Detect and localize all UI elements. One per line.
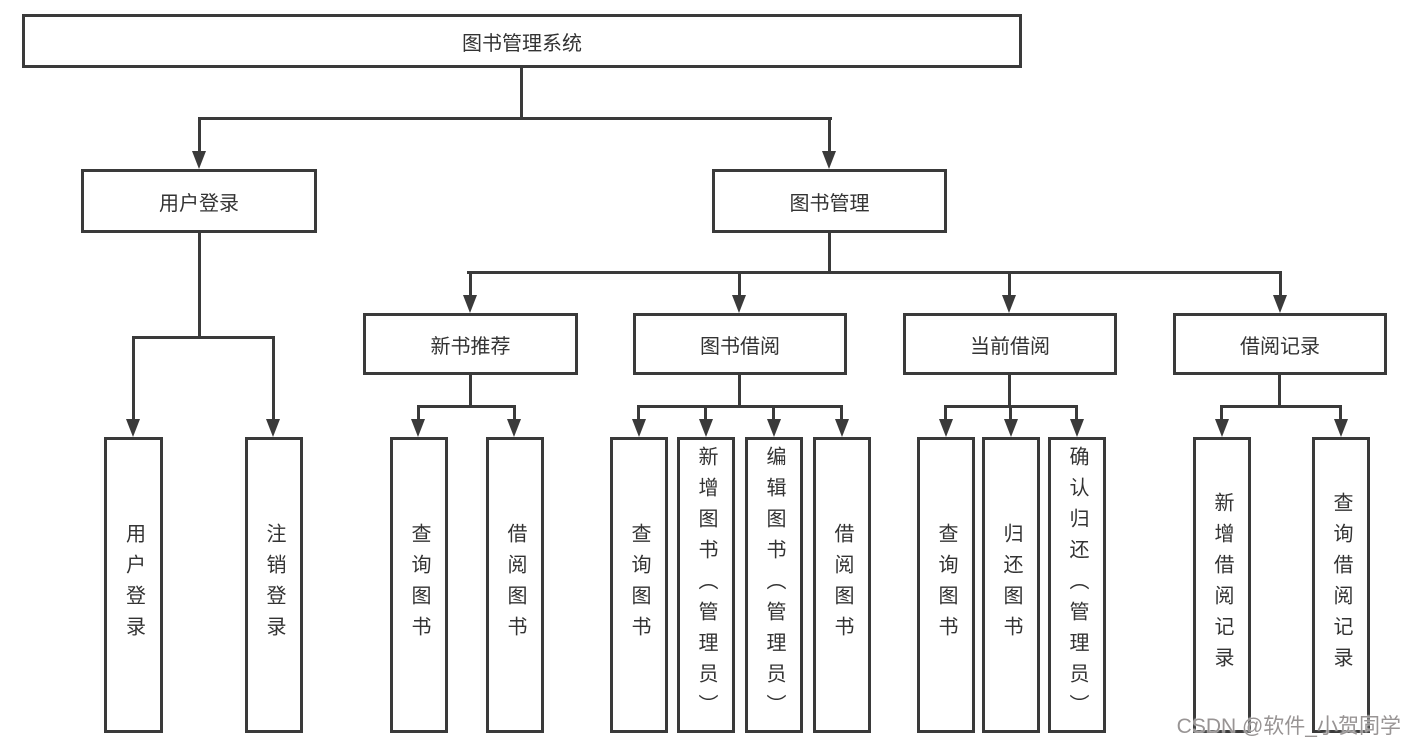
arrowhead-down-icon	[1004, 419, 1018, 437]
connector	[1008, 375, 1011, 407]
arrowhead-down-icon	[767, 419, 781, 437]
arrowhead-down-icon	[939, 419, 953, 437]
node-current-borrowing: 当前借阅	[903, 313, 1117, 375]
arrowhead-down-icon	[1215, 419, 1229, 437]
arrowhead-down-icon	[732, 295, 746, 313]
node-label: 借阅记录	[1240, 335, 1320, 358]
node-library-management-system: 图书管理系统	[22, 14, 1022, 68]
arrowhead-down-icon	[266, 419, 280, 437]
leaf-add-borrow-record: 新增借阅记录	[1193, 437, 1251, 733]
node-borrow-records: 借阅记录	[1173, 313, 1387, 375]
connector	[738, 271, 741, 297]
leaf-add-book-admin: 新增图书（管理员）	[677, 437, 735, 733]
connector	[840, 405, 843, 421]
arrowhead-down-icon	[126, 419, 140, 437]
connector	[467, 271, 1282, 274]
csdn-watermark: CSDN @软件_小贺同学	[1176, 715, 1401, 738]
node-new-book-recommend: 新书推荐	[363, 313, 578, 375]
connector	[469, 271, 472, 297]
arrowhead-down-icon	[463, 295, 477, 313]
connector	[772, 405, 775, 421]
connector	[198, 233, 201, 337]
connector	[637, 405, 640, 421]
arrowhead-down-icon	[507, 419, 521, 437]
node-book-borrowing: 图书借阅	[633, 313, 847, 375]
connector	[1339, 405, 1342, 421]
connector	[738, 375, 741, 407]
connector	[637, 405, 842, 408]
connector	[1075, 405, 1078, 421]
node-book-management: 图书管理	[712, 169, 947, 233]
arrowhead-down-icon	[632, 419, 646, 437]
arrowhead-down-icon	[411, 419, 425, 437]
arrowhead-down-icon	[835, 419, 849, 437]
connector	[520, 68, 523, 118]
arrowhead-down-icon	[1002, 295, 1016, 313]
connector	[944, 405, 947, 421]
connector	[1220, 405, 1341, 408]
connector	[704, 405, 707, 421]
connector	[469, 375, 472, 408]
leaf-query-borrow-record: 查询借阅记录	[1312, 437, 1370, 733]
connector	[198, 117, 832, 120]
connector	[417, 405, 420, 421]
node-label: 图书借阅	[700, 335, 780, 358]
arrowhead-down-icon	[699, 419, 713, 437]
node-label: 图书管理	[789, 192, 870, 215]
connector	[1009, 405, 1012, 421]
connector	[828, 117, 831, 153]
leaf-user-login: 用户登录	[104, 437, 163, 733]
leaf-query-books: 查询图书	[390, 437, 448, 733]
connector	[417, 405, 516, 408]
leaf-return-book: 归还图书	[982, 437, 1040, 733]
connector	[132, 336, 135, 421]
leaf-confirm-return-admin: 确认归还（管理员）	[1048, 437, 1106, 733]
leaf-borrow-book: 借阅图书	[486, 437, 544, 733]
connector	[272, 336, 275, 421]
leaf-logout: 注销登录	[245, 437, 303, 733]
arrowhead-down-icon	[192, 151, 206, 169]
node-user-login: 用户登录	[81, 169, 317, 233]
leaf-query-books: 查询图书	[917, 437, 975, 733]
leaf-query-books: 查询图书	[610, 437, 668, 733]
connector	[513, 405, 516, 421]
node-label: 图书管理系统	[462, 32, 582, 55]
connector	[1220, 405, 1223, 421]
leaf-borrow-book: 借阅图书	[813, 437, 871, 733]
node-label: 用户登录	[159, 192, 239, 215]
node-label: 当前借阅	[970, 335, 1050, 358]
connector	[1279, 271, 1282, 297]
connector	[1278, 375, 1281, 407]
connector	[1008, 271, 1011, 297]
arrowhead-down-icon	[1334, 419, 1348, 437]
connector	[198, 117, 201, 153]
arrowhead-down-icon	[1273, 295, 1287, 313]
connector	[132, 336, 274, 339]
leaf-edit-book-admin: 编辑图书（管理员）	[745, 437, 803, 733]
node-label: 新书推荐	[430, 335, 511, 358]
arrowhead-down-icon	[822, 151, 836, 169]
connector	[828, 233, 831, 272]
arrowhead-down-icon	[1070, 419, 1084, 437]
